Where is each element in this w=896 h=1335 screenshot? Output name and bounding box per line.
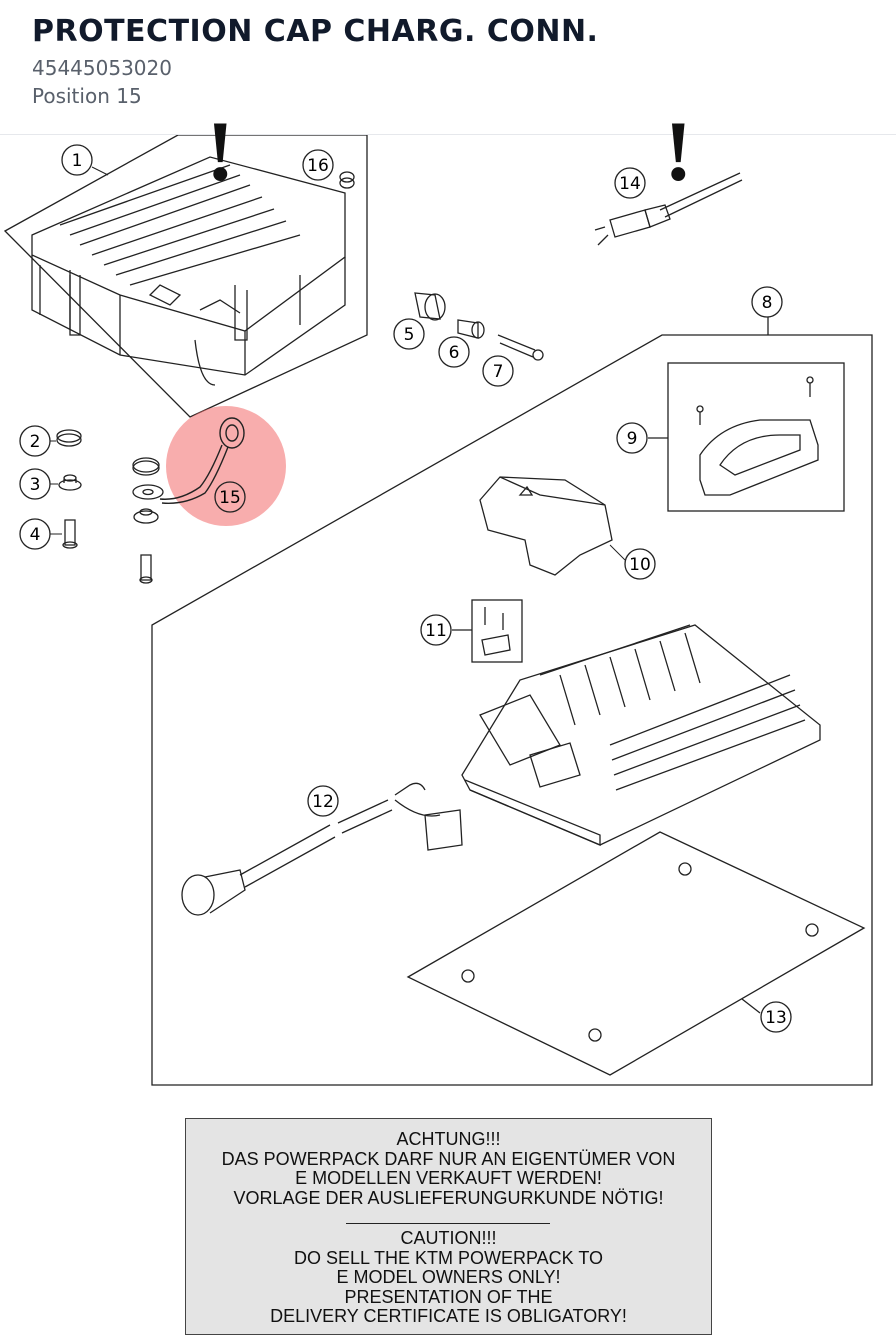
left-small-parts <box>56 429 82 549</box>
svg-text:7: 7 <box>493 362 504 382</box>
callout-15[interactable]: 15 <box>214 481 246 513</box>
highlight-circle <box>166 406 286 526</box>
svg-text:13: 13 <box>765 1008 787 1028</box>
callout-16[interactable]: 16 <box>302 149 334 181</box>
warning-box: ACHTUNG!!! DAS POWERPACK DARF NUR AN EIG… <box>185 1118 712 1335</box>
cap-hardware <box>132 457 164 584</box>
carrying-case-drawing <box>31 156 346 386</box>
plate-bolts <box>461 862 819 1042</box>
warning-german-line: E MODELLEN VERKAUFT WERDEN! <box>295 1168 602 1188</box>
base-plate <box>406 831 866 1076</box>
svg-text:6: 6 <box>449 343 460 363</box>
callout-4[interactable]: 4 <box>19 518 62 550</box>
charge-cable-drawing <box>181 782 463 916</box>
warning-german: ACHTUNG!!! DAS POWERPACK DARF NUR AN EIG… <box>186 1129 711 1208</box>
svg-text:10: 10 <box>629 555 651 575</box>
svg-text:16: 16 <box>307 156 329 176</box>
svg-text:8: 8 <box>762 293 773 313</box>
svg-text:15: 15 <box>219 488 241 508</box>
case-outline <box>3 135 368 418</box>
callouts: 1 16 14 8 5 6 7 9 2 3 4 15 10 11 12 13 <box>19 144 792 1033</box>
warning-divider <box>346 1223 550 1224</box>
part-number: 45445053020 <box>32 56 172 80</box>
exclamation-icon: ! <box>206 103 235 199</box>
warning-german-line: DAS POWERPACK DARF NUR AN EIGENTÜMER VON <box>221 1148 676 1169</box>
warning-english-line: CAUTION!!! <box>400 1228 497 1248</box>
small-parts-drawing <box>414 292 544 361</box>
warning-german-line: VORLAGE DER AUSLIEFERUNGURKUNDE NÖTIG! <box>233 1187 664 1208</box>
callout-13[interactable]: 13 <box>760 1001 792 1033</box>
mains-plug-drawing <box>594 172 743 246</box>
warning-german-line: ACHTUNG!!! <box>396 1129 501 1149</box>
handle-box <box>667 362 845 512</box>
callout-8[interactable]: 8 <box>751 286 783 318</box>
callout-12[interactable]: 12 <box>307 785 339 817</box>
grommet-16-drawing <box>339 171 355 189</box>
svg-text:5: 5 <box>404 325 415 345</box>
svg-text:9: 9 <box>627 429 638 449</box>
svg-text:11: 11 <box>425 621 447 641</box>
handle-drawing <box>696 376 819 496</box>
cover-drawing <box>479 476 613 576</box>
callout-6[interactable]: 6 <box>438 336 470 368</box>
protection-cap-drawing <box>159 417 245 504</box>
svg-text:2: 2 <box>30 432 41 452</box>
svg-text:14: 14 <box>619 174 641 194</box>
charger-unit-drawing <box>461 624 821 846</box>
svg-text:3: 3 <box>30 475 41 495</box>
callout-11[interactable]: 11 <box>420 614 452 646</box>
screws-box <box>471 599 523 663</box>
svg-text:12: 12 <box>312 792 334 812</box>
callout-2[interactable]: 2 <box>19 425 56 457</box>
warning-english-line: E MODEL OWNERS ONLY! <box>336 1267 561 1287</box>
warning-english-line: DO SELL THE KTM POWERPACK TO <box>293 1247 604 1268</box>
callout-1[interactable]: 1 <box>61 144 109 176</box>
svg-text:4: 4 <box>30 525 41 545</box>
position-label: Position 15 <box>32 84 142 108</box>
exploded-parts-diagram: 1 16 14 8 5 6 7 9 2 3 4 15 10 11 12 13 <box>3 135 873 1086</box>
svg-text:1: 1 <box>72 151 83 171</box>
callout-3[interactable]: 3 <box>19 468 58 500</box>
warning-english: CAUTION!!! DO SELL THE KTM POWERPACK TO … <box>186 1228 711 1327</box>
callout-14[interactable]: 14 <box>614 167 646 199</box>
callout-10[interactable]: 10 <box>609 544 656 580</box>
page-title: PROTECTION CAP CHARG. CONN. <box>32 14 599 49</box>
page-header: PROTECTION CAP CHARG. CONN. 45445053020 … <box>0 0 896 135</box>
callout-5[interactable]: 5 <box>393 318 425 350</box>
exclamation-icon: ! <box>664 103 693 199</box>
warning-english-line: PRESENTATION OF THE <box>344 1286 553 1307</box>
callout-7[interactable]: 7 <box>482 355 514 387</box>
warning-english-line: DELIVERY CERTIFICATE IS OBLIGATORY! <box>270 1306 627 1326</box>
callout-9[interactable]: 9 <box>616 422 648 454</box>
charger-outline <box>151 334 873 1086</box>
